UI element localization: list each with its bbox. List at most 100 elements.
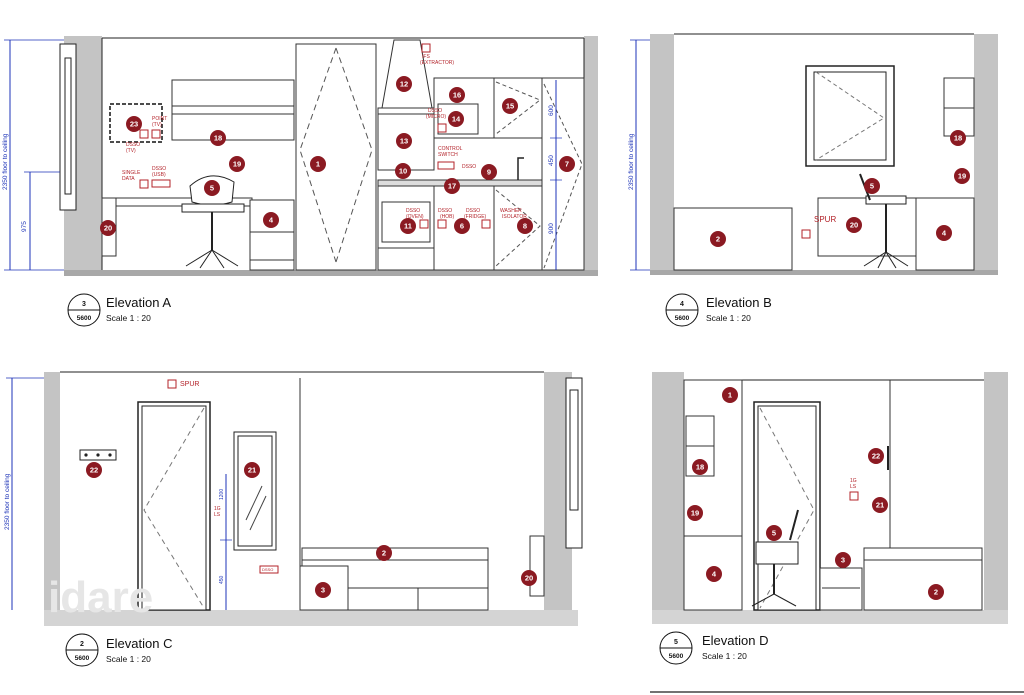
tag-bubble [481,164,497,180]
note-extractor: (EXTRACTOR) [420,60,454,66]
tag-number: 18 [954,134,962,143]
tag-number: 10 [399,167,407,176]
scale-elevation-a: Scale 1 : 20 [106,313,151,323]
tag-bubble [766,525,782,541]
extractor-hood [381,39,433,109]
tag-number: 15 [506,102,514,111]
dim-a-overall: 2350 floor to ceiling [2,133,9,190]
elevation-d-drawing [652,372,1008,624]
bubble-c-bottom: 5600 [75,655,90,662]
tag-number: 20 [104,224,112,233]
tag-bubble [710,231,726,247]
chair-d [751,509,799,607]
right-wall-section [584,36,598,272]
elevation-b-drawing [630,33,998,275]
tag-bubble [315,582,331,598]
tag-number: 22 [90,466,98,475]
tag-c-3: 3 [315,582,331,598]
dimension-labels: 2350 floor to ceiling 975 600 450 900 23… [2,105,857,584]
tag-bubble [687,505,703,521]
tag-number: 9 [487,168,491,177]
tag-bubble [954,168,970,184]
tag-bubble [521,570,537,586]
tag-number: 4 [269,216,274,225]
note-single: SINGLE [122,170,141,176]
tag-bubble [846,217,862,233]
switch-d-1g: 1G [850,478,857,484]
tag-a-0: 12 [396,76,412,92]
note-micro: (MICRO) [426,114,446,120]
spur-c-label: SPUR [180,381,199,388]
tag-number: 21 [876,501,884,510]
tag-a-5: 18 [210,130,226,146]
note-ifs: IFS [422,54,430,60]
spur-b-label: SPUR [814,215,836,224]
wall-cabinet-b [943,77,975,137]
note-dsso-oven: DSSO [406,208,420,214]
title-block-c: 2 5600 Elevation C Scale 1 : 20 [65,633,172,667]
tag-bubble [502,98,518,114]
floor-section [64,270,598,276]
tag-a-7: 19 [229,156,245,172]
tag-number: 11 [404,222,412,231]
tag-d-0: 1 [722,387,738,403]
note-dsso-cs: DSSO [462,164,476,170]
tag-bubble [229,156,245,172]
tag-a-12: 5 [204,180,220,196]
title-elevation-a: Elevation A [106,295,171,310]
chair-b [859,173,909,269]
tag-c-4: 20 [521,570,537,586]
tag-b-0: 18 [950,130,966,146]
tag-b-4: 20 [846,217,862,233]
tag-b-2: 5 [864,178,880,194]
title-elevation-c: Elevation C [106,636,172,651]
tag-number: 22 [872,452,880,461]
tag-a-1: 16 [449,87,465,103]
tag-c-1: 21 [244,462,260,478]
tag-b-3: 2 [710,231,726,247]
tag-bubble [396,133,412,149]
tag-number: 1 [316,160,320,169]
dim-a-600: 600 [548,105,555,116]
tag-number: 13 [400,137,408,146]
tag-a-10: 9 [481,164,497,180]
tag-bubble [376,545,392,561]
tag-c-0: 22 [86,462,102,478]
tag-number: 21 [248,466,256,475]
tag-bubble [448,111,464,127]
tag-bubble [444,178,460,194]
tag-bubble [868,448,884,464]
bubble-b-bottom: 5600 [675,315,690,322]
right-wall-d [984,372,1008,612]
tag-a-18: 8 [517,218,533,234]
tag-number: 19 [958,172,966,181]
dim-c-1200: 1200 [219,489,225,500]
drawer-unit-a [249,199,295,271]
tag-number: 18 [214,134,222,143]
watermark: idare [48,573,153,622]
tag-a-16: 11 [400,218,416,234]
tag-d-6: 3 [835,552,851,568]
tag-number: 2 [716,235,720,244]
switch-d-ls: LS [850,484,857,490]
tag-a-14: 4 [263,212,279,228]
scale-elevation-c: Scale 1 : 20 [106,654,151,664]
bedside-d [819,567,863,611]
scale-elevation-d: Scale 1 : 20 [702,651,747,661]
note-dsso-micro: DSSO [428,108,442,114]
tag-number: 12 [400,80,408,89]
tag-bubble [864,178,880,194]
tag-bubble [936,225,952,241]
dim-c-overall: 2350 floor to ceiling [4,473,11,530]
note-dsso-fridge: DSSO [466,208,480,214]
tag-a-15: 20 [100,220,116,236]
tag-number: 5 [772,529,776,538]
left-wall-d [652,372,684,612]
note-tv: (TV) [152,122,162,128]
tag-number: 4 [942,229,947,238]
tag-number: 14 [452,115,461,124]
right-wall-b [974,34,998,272]
tag-a-3: 23 [126,116,142,132]
overhead-cabinet-a [171,79,295,141]
